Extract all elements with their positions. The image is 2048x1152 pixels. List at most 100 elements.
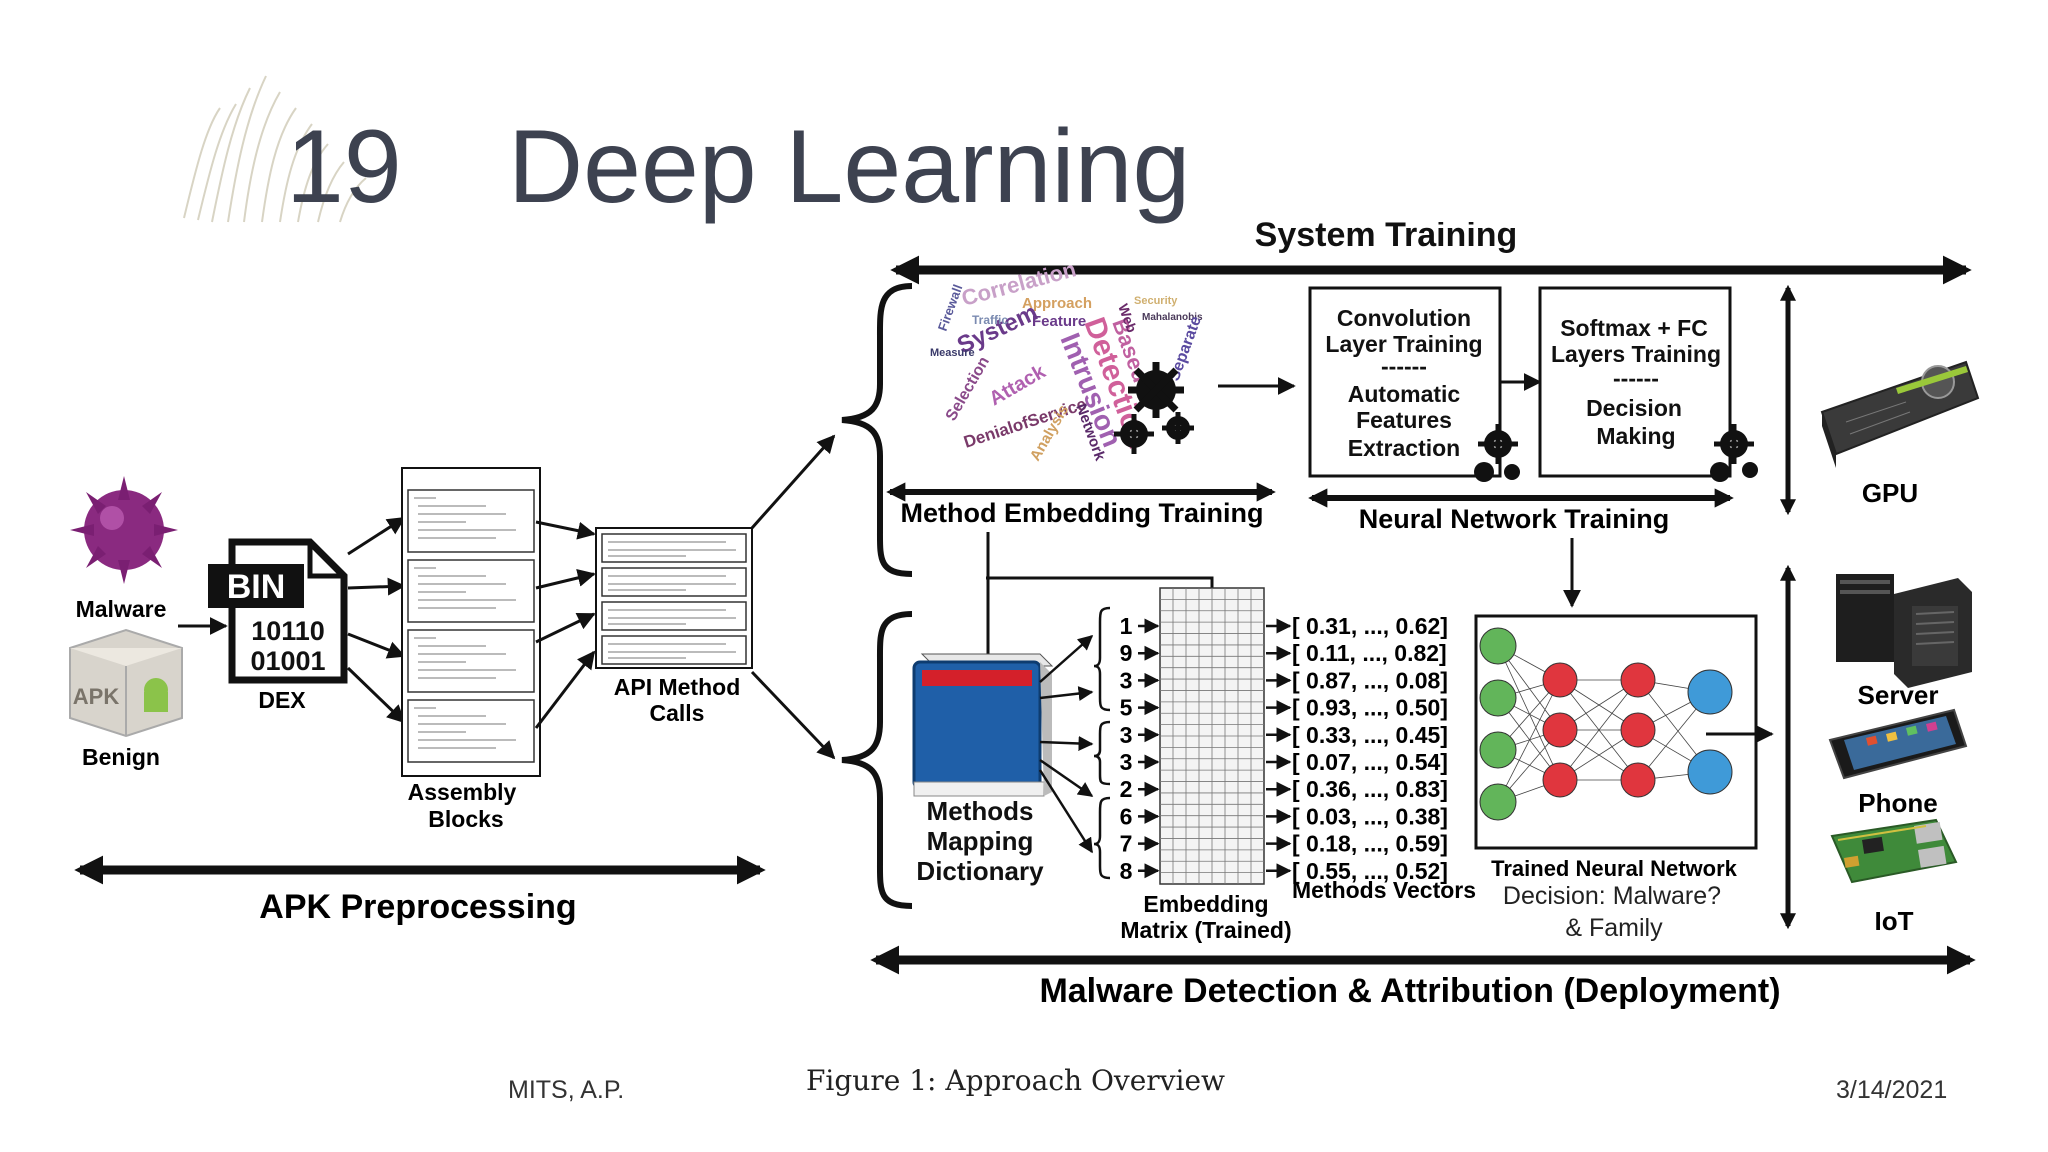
approach-overview-figure: System Training Malware <box>66 216 1984 1058</box>
method-index: 7 <box>1120 831 1133 857</box>
output-node <box>1687 749 1733 795</box>
method-index: 3 <box>1120 749 1133 775</box>
apk-box-icon: APK <box>69 628 183 738</box>
softmax-line1: Softmax + FC <box>1560 315 1708 341</box>
network-nodes <box>1479 627 1733 821</box>
server-label: Server <box>1858 680 1939 710</box>
system-training-label: System Training <box>1255 222 1518 254</box>
dex-file-icon: BIN 10110 01001 <box>208 538 348 684</box>
dex-bits-line2: 01001 <box>250 646 325 676</box>
arrow-dex-to-asm-3 <box>347 632 406 659</box>
network-edge <box>1497 645 1561 781</box>
iot-board-icon <box>1830 818 1958 884</box>
method-vector: [ 0.03, ..., 0.38] <box>1292 803 1448 829</box>
method-vector: [ 0.93, ..., 0.50] <box>1292 695 1448 721</box>
network-edge <box>1559 679 1639 781</box>
apk-icon-text: APK <box>73 684 120 709</box>
method-vector: [ 0.11, ..., 0.82] <box>1292 640 1447 666</box>
arrow-dex-to-asm-4 <box>346 666 406 724</box>
gears-icon-softmax <box>1710 424 1758 482</box>
softmax-line4: Making <box>1596 423 1675 449</box>
method-vector: [ 0.55, ..., 0.52] <box>1292 858 1448 884</box>
api-label-line1: API Method <box>614 674 741 700</box>
convolution-box <box>1308 286 1502 478</box>
deployment-brace <box>841 611 913 909</box>
input-node <box>1479 731 1517 769</box>
method-vector: [ 0.07, ..., 0.54] <box>1292 749 1448 775</box>
arrow-asm-to-api-3 <box>535 612 596 644</box>
method-index: 5 <box>1120 695 1133 721</box>
wc-selection: Selection <box>943 354 993 424</box>
method-index: 3 <box>1120 667 1133 693</box>
arrow-book-to-idx-1 <box>1039 635 1094 683</box>
dex-bits-line1: 10110 <box>251 616 325 646</box>
arrow-dex-to-asm-2 <box>347 577 406 596</box>
conv-line1: Convolution <box>1337 305 1471 331</box>
malware-label: Malware <box>76 596 167 622</box>
decision-line2: & Family <box>1565 914 1663 942</box>
assembly-blocks <box>401 467 541 777</box>
embedding-matrix-grid <box>1159 587 1265 885</box>
network-edge <box>1497 679 1561 803</box>
output-node <box>1687 669 1733 715</box>
wc-mahalanobis: Mahalanobis <box>1142 312 1203 323</box>
wc-feature: Feature <box>1032 313 1086 330</box>
method-index: 8 <box>1120 858 1133 884</box>
wc-attack: Attack <box>986 360 1051 410</box>
footer-date: 3/14/2021 <box>1836 1076 1948 1104</box>
dictionary-line2: Mapping <box>927 826 1034 856</box>
method-index: 3 <box>1120 722 1133 748</box>
slide-title: Deep Learning <box>508 109 1191 225</box>
dex-label: DEX <box>258 687 306 713</box>
method-vectors: [ 0.31, ..., 0.62][ 0.11, ..., 0.82][ 0.… <box>1266 613 1448 884</box>
gpu-label: GPU <box>1862 478 1918 508</box>
index-brace-1 <box>1093 606 1111 712</box>
word-cloud: Correlation Approach Feature System Dete… <box>930 256 1205 464</box>
method-vector: [ 0.33, ..., 0.45] <box>1292 722 1448 748</box>
matrix-label-line2: Matrix (Trained) <box>1120 917 1291 943</box>
index-brace-3 <box>1093 796 1111 880</box>
gears-icon-conv <box>1474 424 1520 482</box>
conv-line4: Features <box>1356 407 1452 433</box>
dex-badge: BIN <box>227 568 286 606</box>
server-icon <box>1836 574 1972 688</box>
arrow-book-to-idx-2 <box>1039 686 1094 701</box>
wc-measure: Measure <box>930 347 975 359</box>
method-index: 6 <box>1120 803 1133 829</box>
index-brace-2 <box>1093 720 1111 786</box>
softmax-line2: Layers Training <box>1551 341 1721 367</box>
footer-author: MITS, A.P. <box>508 1076 625 1104</box>
arrow-book-to-idx-5 <box>1038 769 1094 854</box>
hidden-node <box>1542 712 1578 748</box>
hidden-node <box>1542 662 1578 698</box>
iot-label: IoT <box>1875 906 1914 936</box>
figure-caption: Figure 1: Approach Overview <box>806 1064 1226 1097</box>
api-label-line2: Calls <box>650 700 705 726</box>
softmax-box <box>1538 286 1732 478</box>
wc-security: Security <box>1134 295 1178 307</box>
assembly-label-line2: Blocks <box>428 806 503 832</box>
dictionary-line1: Methods <box>927 796 1034 826</box>
softmax-sep: ------ <box>1613 365 1659 391</box>
method-index: 1 <box>1120 613 1133 639</box>
arrow-book-to-idx-3 <box>1039 735 1094 751</box>
hidden-node <box>1542 762 1578 798</box>
arrow-api-to-training <box>750 434 836 529</box>
arrow-asm-to-api-1 <box>535 520 596 540</box>
method-vector: [ 0.87, ..., 0.08] <box>1292 667 1448 693</box>
dictionary-book-icon <box>912 653 1054 797</box>
conv-line3: Automatic <box>1348 381 1461 407</box>
method-vector: [ 0.31, ..., 0.62] <box>1292 613 1448 639</box>
deployment-label: Malware Detection & Attribution (Deploym… <box>1039 972 1780 1010</box>
phone-label: Phone <box>1858 788 1937 818</box>
input-node <box>1479 679 1517 717</box>
decorative-strokes <box>183 75 367 223</box>
method-index: 9 <box>1120 640 1133 666</box>
wc-traffic: Traffic <box>972 313 1008 327</box>
input-node <box>1479 783 1517 821</box>
wc-firewall: Firewall <box>935 282 966 333</box>
gears-icon-cloud <box>1114 362 1194 454</box>
softmax-line3: Decision <box>1586 395 1682 421</box>
wc-denialofservice: DenialofService <box>961 394 1088 451</box>
